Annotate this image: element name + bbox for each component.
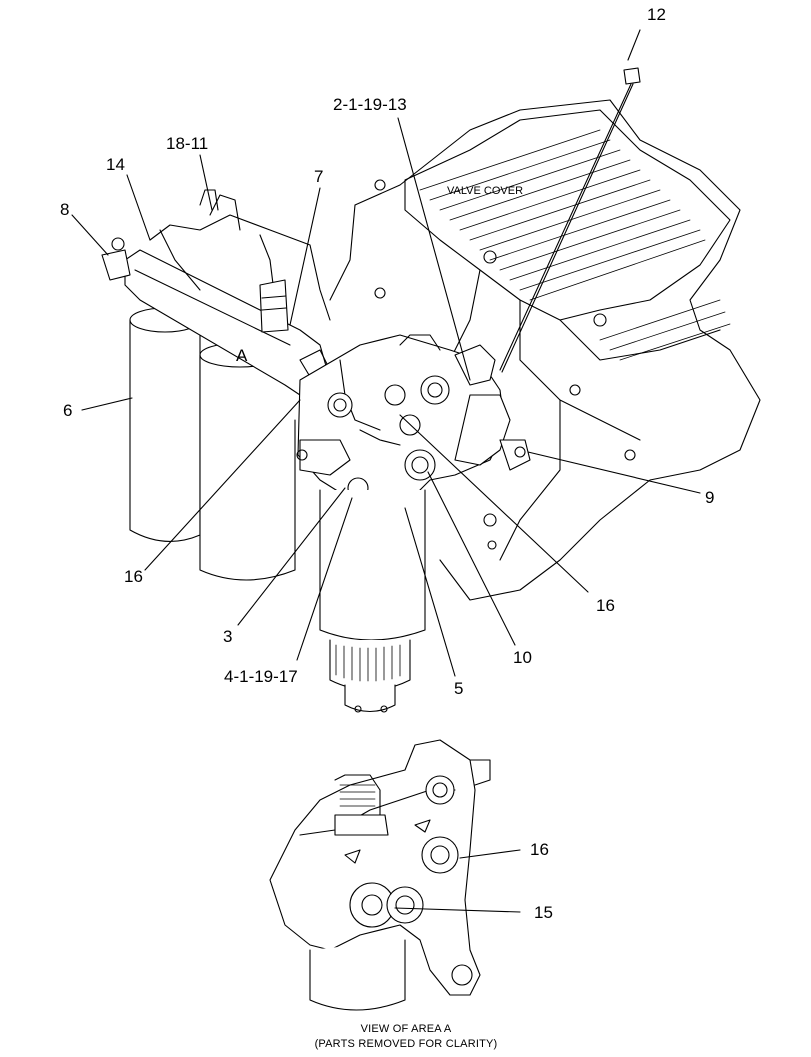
detail-caption-line1: VIEW OF AREA A <box>361 1023 452 1035</box>
callout-8: 8 <box>60 200 69 219</box>
callout-12: 12 <box>647 5 666 24</box>
callout-6: 6 <box>63 401 72 420</box>
callout-18-11: 18-11 <box>166 134 208 153</box>
filter-head <box>296 334 531 511</box>
callout-10: 10 <box>513 648 532 667</box>
callout-15-detail: 15 <box>534 903 553 922</box>
detail-caption-line2: (PARTS REMOVED FOR CLARITY) <box>315 1038 498 1050</box>
callout-14: 14 <box>106 155 125 174</box>
callout-16-detail: 16 <box>530 840 549 859</box>
center-filter-element <box>319 489 426 713</box>
callout-16-left: 16 <box>124 567 143 586</box>
callout-4-1-19-17: 4-1-19-17 <box>224 667 298 686</box>
callout-7: 7 <box>314 167 323 186</box>
valve-cover-label: VALVE COVER <box>447 185 523 197</box>
detail-view-area-a <box>269 739 521 1011</box>
fuel-line-12 <box>499 67 641 373</box>
callout-labels: 12 2-1-19-13 18-11 14 8 7 6 A 16 3 4-1-1… <box>60 5 714 1050</box>
callout-9: 9 <box>705 488 714 507</box>
callout-2-1-19-13: 2-1-19-13 <box>333 95 407 114</box>
fuel-manifold-pipe <box>101 189 331 396</box>
callout-5: 5 <box>454 679 463 698</box>
callout-area-a: A <box>236 346 248 365</box>
callout-3: 3 <box>223 627 232 646</box>
left-filter-canisters <box>129 307 296 581</box>
engine-valve-cover <box>329 99 761 601</box>
leader-lines <box>71 29 701 677</box>
callout-16-right: 16 <box>596 596 615 615</box>
